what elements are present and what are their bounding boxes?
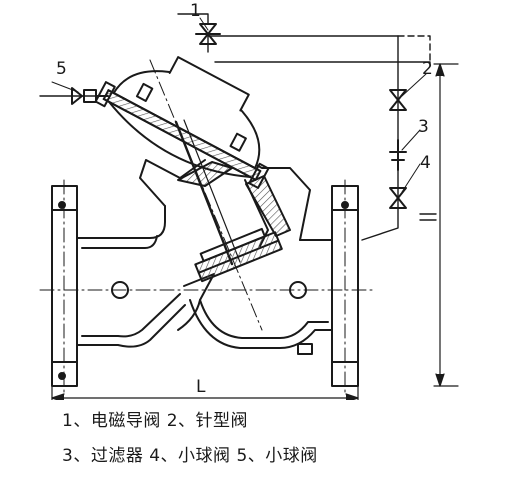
ball-valve-4	[389, 187, 407, 209]
valve-disc	[194, 227, 283, 283]
outlet-port-circle	[289, 281, 307, 299]
legend-line-2: 3、过滤器 4、小球阀 5、小球阀	[62, 446, 318, 466]
height-dimension	[433, 63, 459, 387]
legend-line-1: 1、电磁导阀 2、针型阀	[62, 411, 249, 431]
needle-valve	[389, 89, 407, 111]
solenoid-pilot-valve	[195, 23, 221, 45]
valve-diagram: 1 2 3 4 5 L	[39, 1, 459, 400]
valve-stem	[174, 120, 234, 266]
callout-2: 2	[422, 59, 433, 79]
seat-partition	[177, 273, 215, 331]
length-label: L	[196, 377, 206, 397]
callout-5: 5	[56, 59, 67, 79]
drain-plug	[297, 343, 313, 355]
valve-body	[76, 205, 333, 349]
length-dimension	[51, 385, 359, 400]
callout-1: 1	[190, 1, 201, 21]
callout-3: 3	[418, 117, 429, 137]
filter	[389, 139, 407, 171]
inlet-port-circle	[111, 281, 129, 299]
callout-4: 4	[420, 153, 431, 173]
